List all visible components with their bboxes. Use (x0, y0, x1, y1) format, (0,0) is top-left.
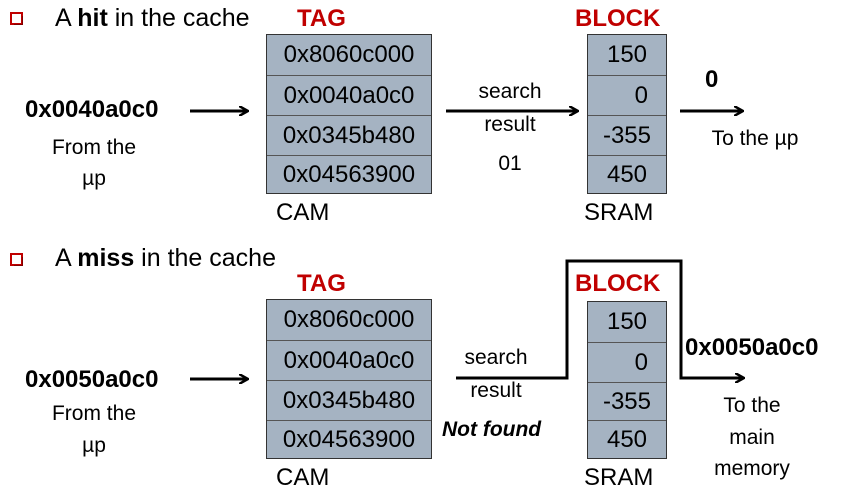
miss-cam-row: 0x0040a0c0 (267, 340, 431, 380)
hit-bullet-icon (10, 12, 23, 25)
hit-cam-label: CAM (276, 199, 330, 226)
hit-sram-row: -355 (588, 115, 666, 155)
miss-heading: A miss in the cache (55, 244, 276, 273)
hit-input-address: 0x0040a0c0 (25, 96, 159, 123)
miss-output-dest-line2: main (729, 426, 775, 449)
hit-cam-row: 0x0040a0c0 (267, 75, 431, 115)
miss-heading-pre: A (55, 244, 78, 272)
miss-sram-table: 150 0 -355 450 (587, 301, 667, 459)
hit-search-value: 01 (498, 152, 522, 175)
hit-block-label: BLOCK (575, 5, 661, 32)
hit-input-from-line1: From the (51, 136, 137, 159)
miss-heading-post: in the cache (134, 244, 276, 272)
miss-input-address: 0x0050a0c0 (25, 366, 159, 393)
miss-search-value: Not found (442, 418, 542, 441)
hit-search-label-line1: search (478, 80, 542, 103)
miss-cam-row: 0x8060c000 (283, 306, 415, 333)
hit-sram-row: 150 (606, 41, 648, 68)
miss-tag-label: TAG (297, 270, 346, 297)
miss-sram-row: 0 (588, 342, 666, 382)
hit-tag-label: TAG (297, 5, 346, 32)
hit-heading-pre: A (55, 4, 78, 32)
miss-input-from-line2: µp (82, 434, 106, 457)
miss-search-label-line1: search (464, 346, 528, 369)
hit-cam-table: 0x8060c000 0x0040a0c0 0x0345b480 0x04563… (266, 34, 432, 194)
hit-sram-row: 0 (588, 75, 666, 115)
hit-cam-row: 0x0345b480 (267, 115, 431, 155)
miss-sram-row: 150 (606, 308, 648, 335)
hit-cam-row: 0x8060c000 (283, 41, 415, 68)
hit-heading-post: in the cache (107, 4, 250, 32)
hit-input-from-line2: µp (82, 167, 106, 190)
hit-output-value: 0 (705, 66, 719, 93)
miss-cam-row: 0x0345b480 (267, 380, 431, 420)
miss-sram-row: 450 (588, 420, 666, 458)
miss-output-dest-line1: To the (723, 394, 781, 417)
hit-search-label-line2: result (484, 113, 536, 136)
miss-input-from-line1: From the (51, 402, 137, 425)
miss-bypass-line (456, 259, 743, 378)
miss-cam-table: 0x8060c000 0x0040a0c0 0x0345b480 0x04563… (266, 299, 432, 459)
miss-bullet-icon (10, 253, 23, 266)
miss-sram-label: SRAM (584, 464, 654, 491)
miss-block-label: BLOCK (575, 270, 661, 297)
hit-heading-bold: hit (77, 4, 108, 32)
hit-cam-row: 0x04563900 (267, 155, 431, 193)
miss-sram-row: -355 (588, 382, 666, 420)
miss-cam-row: 0x04563900 (267, 420, 431, 458)
hit-sram-row: 450 (588, 155, 666, 193)
hit-sram-label: SRAM (584, 199, 654, 226)
hit-sram-table: 150 0 -355 450 (587, 34, 667, 194)
miss-output-dest-line3: memory (714, 457, 790, 480)
miss-output-value: 0x0050a0c0 (685, 334, 819, 361)
hit-output-dest: To the µp (711, 127, 799, 150)
miss-heading-bold: miss (77, 244, 135, 272)
miss-cam-label: CAM (276, 464, 330, 491)
miss-search-label-line2: result (470, 379, 522, 402)
hit-heading: A hit in the cache (55, 4, 250, 33)
